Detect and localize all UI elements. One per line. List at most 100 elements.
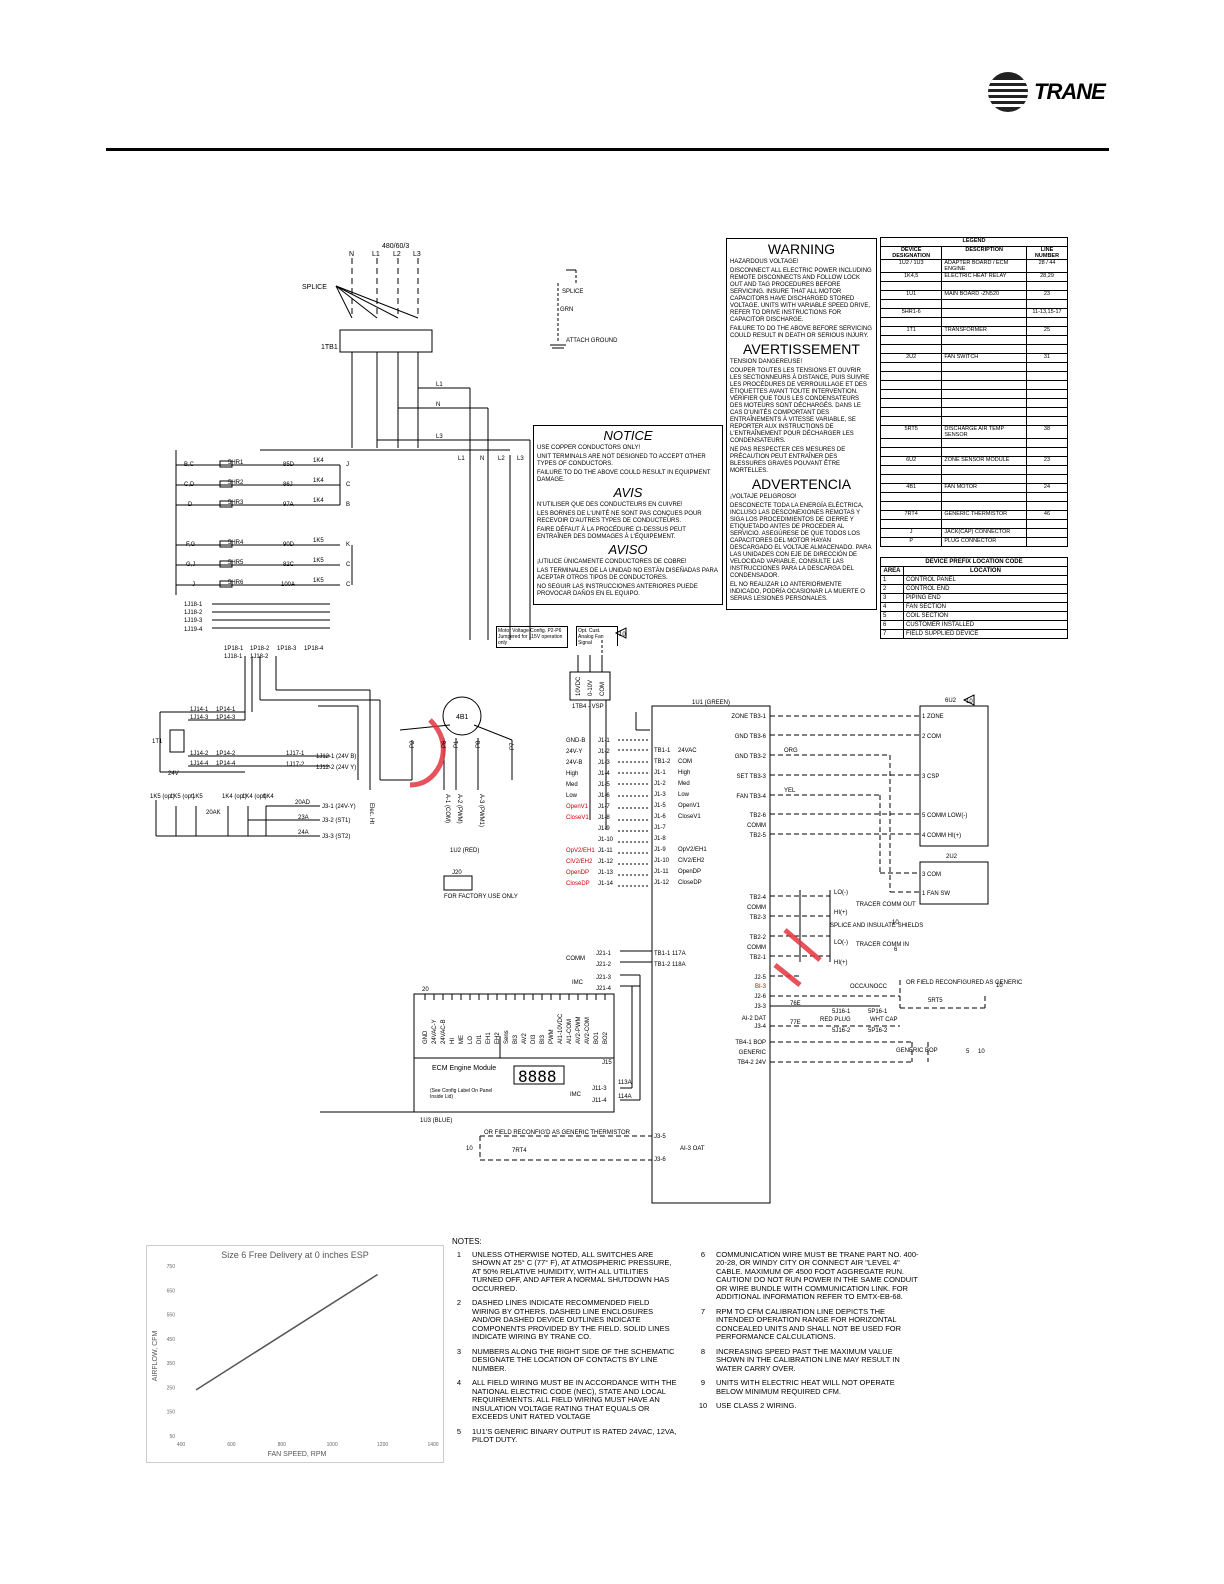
warning-body-2: FAILURE TO DO THE ABOVE BEFORE SERVICING…: [730, 326, 872, 339]
chart-x-tick: 800: [278, 1442, 287, 1448]
avertissement-body: COUPER TOUTES LES TENSIONS ET OUVRIR LES…: [730, 368, 870, 444]
u1-right-terminal: TB2-2: [750, 935, 767, 941]
trane-logo: TRANE: [988, 72, 1106, 112]
field-reconf-label: OR FIELD RECONFIGURED AS GENERIC: [906, 980, 1023, 986]
legend-line: [1025, 416, 1069, 426]
warning-subtitle: HAZARDOUS VOLTAGE!: [730, 259, 799, 265]
u1-right-terminal: TB4-1 BOP: [735, 1040, 766, 1046]
legend-row: [879, 416, 1069, 426]
comm-label: COMM: [566, 956, 585, 962]
legend-device: [879, 389, 943, 399]
heater-1-name: 5HR1: [228, 460, 244, 466]
legend-line: 31: [1025, 353, 1069, 363]
legend-description: [941, 438, 1027, 448]
note-text: 1U1'S GENERIC BINARY OUTPUT IS RATED 24V…: [472, 1426, 677, 1444]
bus-right-n: N: [480, 456, 484, 462]
relay-bottom-2: 1K5 (opt): [170, 794, 195, 800]
tb4-term-0-10v: 0-10V: [588, 680, 594, 696]
u1-left-name: High: [678, 770, 690, 776]
zone-term-5: 5 COMM LOW(-): [922, 813, 967, 819]
aviso-body-2: NO SEGUIR LAS INSTRUCCIONES ANTERIORES P…: [537, 584, 698, 597]
legend-line: [1025, 299, 1069, 309]
notice-body: UNIT TERMINALS ARE NOT DESIGNED TO ACCEP…: [537, 454, 706, 467]
j17-2: 1J17-2: [286, 762, 305, 768]
elec-ht-label: Elec. Ht: [368, 803, 374, 824]
adapter-left-label: OpV2/EH1: [566, 848, 595, 854]
legend-line: [1025, 371, 1069, 381]
avis-title: AVIS: [613, 485, 643, 500]
notes-header: NOTES:: [452, 1237, 482, 1246]
legend-row: [879, 447, 1069, 457]
adapter-j1-pin: J1-14: [598, 881, 614, 887]
legend-line: [1025, 474, 1069, 484]
flag-10-d: 10: [996, 983, 1003, 989]
legend-line: [1025, 447, 1069, 457]
motor-pin-p7: P7: [510, 742, 516, 750]
flag-10-c: 10: [892, 920, 899, 926]
tb4-label: 1TB4 - VSP: [572, 704, 604, 710]
tb1-label: 1TB1: [321, 344, 338, 351]
heater-5-name: 5HR5: [228, 560, 244, 566]
heater-2-relay: 1K4: [313, 478, 324, 484]
ecm-pin-label: AV2-PWM: [576, 1016, 582, 1044]
legend-device: [879, 465, 943, 475]
legend-device: P: [879, 537, 943, 547]
legend-row: [879, 501, 1069, 511]
chart-y-tick: 450: [167, 1337, 176, 1343]
p18-2: 1P18-2: [250, 646, 270, 652]
legend-device: [879, 398, 943, 408]
p18-4: 1P18-4: [304, 646, 324, 652]
v24-label: 24V: [168, 771, 179, 777]
legend-device: 1U2 / 1U3: [879, 259, 943, 273]
motor-pin-p6: P6: [442, 740, 448, 748]
relay-bottom-6: 1K4: [263, 794, 274, 800]
chart-y-tick: 750: [167, 1264, 176, 1270]
legend-description: GENERIC THERMISTOR: [941, 510, 1027, 520]
prefix-header-location: LOCATION: [903, 566, 1068, 576]
ecm-j15: J15: [602, 1060, 612, 1066]
chart-x-tick: 1400: [427, 1442, 438, 1448]
chart-y-tick: 250: [167, 1385, 176, 1391]
u1-left-name: ClV2/EH2: [678, 858, 705, 864]
u1-right-terminal: GND TB3-2: [735, 754, 767, 760]
u1-left-pin: J1-6: [654, 814, 666, 820]
chart-series-line: [195, 1273, 378, 1391]
u1-left-pin: TB1-1: [654, 748, 671, 754]
ecm-pin-label: BO2: [603, 1031, 609, 1044]
motor-pin-p2: P2: [410, 740, 416, 748]
legend-device: [879, 501, 943, 511]
heater-4-name: 5HR4: [228, 540, 244, 546]
u1-bottom-ai3: AI-3 OAT: [680, 1146, 705, 1152]
u1-left-name: OpV2/EH1: [678, 847, 707, 853]
heater-3-terminals: D: [188, 502, 193, 508]
advertencia-body-2: EL NO REALIZAR LO ANTERIORMENTE INDICADO…: [730, 582, 865, 602]
j20-label: J20: [452, 870, 462, 876]
legend-line: [1025, 398, 1069, 408]
legend-device: 7RT4: [879, 510, 943, 520]
motor-label: 4B1: [456, 714, 469, 721]
prefix-title: DEVICE PREFIX LOCATION CODE: [880, 557, 1068, 567]
bus-right-l3: L3: [517, 456, 524, 462]
legend-description: [941, 371, 1027, 381]
tb4-term-10vdc: 10VDC: [576, 676, 582, 696]
heater-2-terminals: C,D: [184, 482, 195, 488]
prefix-area: 7: [880, 629, 904, 639]
adapter-left-label: Med: [566, 782, 578, 788]
u2-pin-a1: A-1 (COM): [444, 794, 450, 823]
ecm-wire-113a: 113A: [618, 1080, 632, 1086]
ecm-subtitle: (See Config Label On Panel Inside Lid): [430, 1088, 493, 1100]
comm-lo-2: LO(-): [834, 940, 848, 946]
legend-description: [941, 407, 1027, 417]
ecm-pin-label: BI3: [513, 1034, 519, 1044]
legend-header-device: DEVICE DESIGNATION: [879, 246, 943, 260]
legend-row: [879, 519, 1069, 529]
heater-3-relay: 1K4: [313, 498, 324, 504]
plug-5j16-2: 5J16-2: [832, 1028, 851, 1034]
note-text: RPM TO CFM CALIBRATION LINE DEPICTS THE …: [716, 1306, 902, 1341]
note-number: 5: [456, 1426, 462, 1436]
prefix-area: 3: [880, 593, 904, 603]
